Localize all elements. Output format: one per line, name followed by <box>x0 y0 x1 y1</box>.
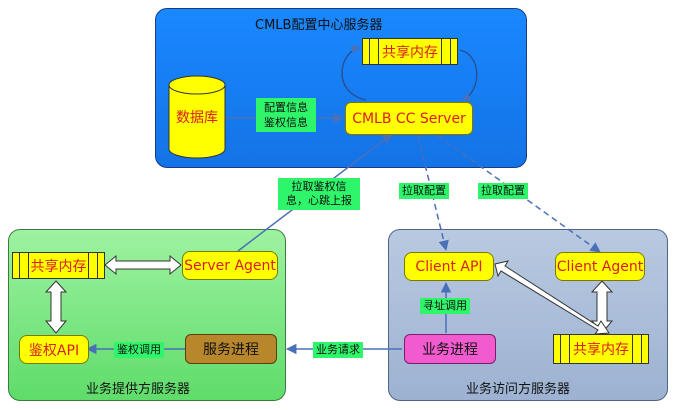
pull-config-tag-1: 拉取配置 <box>399 183 449 199</box>
business-process-label: 业务进程 <box>422 342 478 358</box>
db-info-tag: 配置信息 鉴权信息 <box>256 98 316 132</box>
auth-call-tag: 鉴权调用 <box>114 342 164 358</box>
server-agent-node: Server Agent <box>182 251 278 280</box>
auth-api-label: 鉴权API <box>28 342 80 359</box>
pull-auth-line2: 息，心跳上报 <box>286 194 352 207</box>
database-label: 数据库 <box>176 110 218 126</box>
auth-info-label: 鉴权信息 <box>264 116 308 129</box>
shared-memory-left-label: 共享内存 <box>30 258 87 275</box>
loop-arrow-right <box>459 49 478 102</box>
config-center-title: CMLB配置中心服务器 <box>255 18 383 33</box>
client-api-node: Client API <box>404 252 494 281</box>
loop-arrow-left <box>341 44 367 101</box>
client-agent-node: Client Agent <box>555 252 645 281</box>
service-process-label: 服务进程 <box>203 342 259 358</box>
service-process-node: 服务进程 <box>185 334 277 364</box>
pull-config-arrow-2 <box>437 135 601 253</box>
cmlb-cc-server-node: CMLB CC Server <box>345 102 473 135</box>
client-agent-label: Client Agent <box>556 258 644 275</box>
clientapi-mem-double-arrow <box>494 260 610 335</box>
shared-memory-right: 共享内存 <box>553 334 649 364</box>
shared-memory-top: 共享内存 <box>362 38 458 65</box>
shared-memory-right-label: 共享内存 <box>573 342 629 358</box>
consumer-server-title: 业务访问方服务器 <box>466 382 571 397</box>
shared-memory-left: 共享内存 <box>12 252 105 279</box>
database-icon <box>168 75 226 159</box>
business-request-tag: 业务请求 <box>313 342 363 358</box>
shared-memory-top-label: 共享内存 <box>382 44 438 61</box>
pull-auth-heartbeat-tag: 拉取鉴权信 息，心跳上报 <box>278 178 360 210</box>
cmlb-cc-server-label: CMLB CC Server <box>352 110 466 127</box>
business-process-node: 业务进程 <box>404 334 496 364</box>
auth-api-node: 鉴权API <box>19 335 89 364</box>
provider-server-title: 业务提供方服务器 <box>86 382 191 397</box>
config-info-label: 配置信息 <box>264 101 308 114</box>
pull-auth-line1: 拉取鉴权信 <box>291 180 347 193</box>
address-call-tag: 寻址调用 <box>420 298 470 314</box>
mem-auth-double-arrow <box>44 280 68 334</box>
server-agent-label: Server Agent <box>184 257 276 274</box>
database-cylinder: 数据库 <box>168 75 226 159</box>
mem-agent-double-arrow <box>104 254 182 276</box>
client-api-label: Client API <box>415 258 483 275</box>
pull-config-tag-2: 拉取配置 <box>478 183 528 199</box>
